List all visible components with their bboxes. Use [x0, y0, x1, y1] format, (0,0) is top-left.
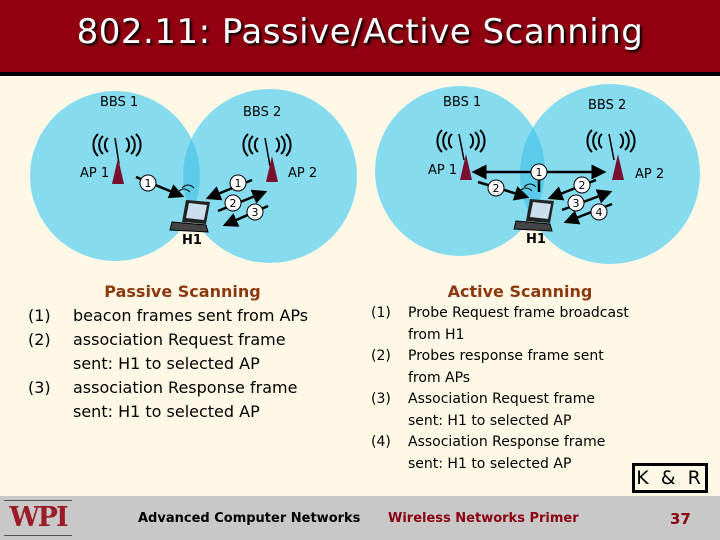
svg-text:2: 2 [579, 179, 586, 192]
slide-title: 802.11: Passive/Active Scanning [76, 12, 644, 52]
step-marker: 4 [590, 203, 608, 221]
laptop-icon [169, 184, 210, 233]
footer: WPI Advanced Computer Networks Wireless … [0, 496, 720, 540]
svg-text:2: 2 [230, 197, 237, 210]
active-scanning-diagram: BBS 1 BBS 2 AP 1 AP 2 1 [360, 76, 720, 266]
step-marker: 1 [530, 163, 548, 181]
bss2-label: BBS 2 [588, 98, 626, 113]
step-marker: 2 [487, 179, 505, 197]
ap2-antenna-icon [242, 133, 292, 182]
passive-step: (1) beacon frames sent from APs [28, 306, 309, 325]
ap1-antenna-icon [436, 129, 486, 180]
svg-text:3: 3 [573, 197, 580, 210]
passive-steps: (1) beacon frames sent from APs (2) asso… [28, 304, 308, 424]
svg-text:3: 3 [252, 206, 259, 219]
ap2-antenna-icon [586, 129, 636, 180]
active-heading: Active Scanning [447, 282, 593, 301]
step-marker: 3 [246, 203, 264, 221]
title-bar: 802.11: Passive/Active Scanning [0, 0, 720, 76]
svg-text:4: 4 [596, 206, 603, 219]
laptop-icon [513, 183, 554, 232]
topic-name: Wireless Networks Primer [388, 511, 579, 526]
passive-heading: Passive Scanning [104, 282, 261, 301]
wpi-logo: WPI [4, 500, 72, 536]
step-marker: 1 [139, 174, 157, 192]
ap1-label: AP 1 [80, 166, 109, 181]
svg-text:1: 1 [235, 177, 242, 190]
ap2-label: AP 2 [635, 167, 664, 182]
bss2-label: BBS 2 [243, 105, 281, 120]
passive-scanning-diagram: BBS 1 BBS 2 AP 1 AP 2 [0, 76, 360, 266]
course-name: Advanced Computer Networks [138, 511, 361, 526]
host-label: H1 [526, 232, 546, 247]
svg-text:2: 2 [493, 182, 500, 195]
step-marker: 3 [567, 194, 585, 212]
step-marker: 1 [229, 174, 247, 192]
step-marker: 2 [224, 194, 242, 212]
svg-text:1: 1 [536, 166, 543, 179]
step-marker: 2 [573, 176, 591, 194]
ap1-label: AP 1 [428, 163, 457, 178]
page-number: 37 [670, 510, 691, 528]
bss1-coverage [375, 86, 545, 256]
bss1-label: BBS 1 [443, 95, 481, 110]
host-label: H1 [182, 233, 202, 248]
ap2-label: AP 2 [288, 166, 317, 181]
bss1-label: BBS 1 [100, 95, 138, 110]
credit-box: K & R [632, 463, 708, 493]
svg-text:1: 1 [145, 177, 152, 190]
ap1-antenna-icon [92, 133, 142, 184]
slide-content: BBS 1 BBS 2 AP 1 AP 2 [0, 76, 720, 496]
